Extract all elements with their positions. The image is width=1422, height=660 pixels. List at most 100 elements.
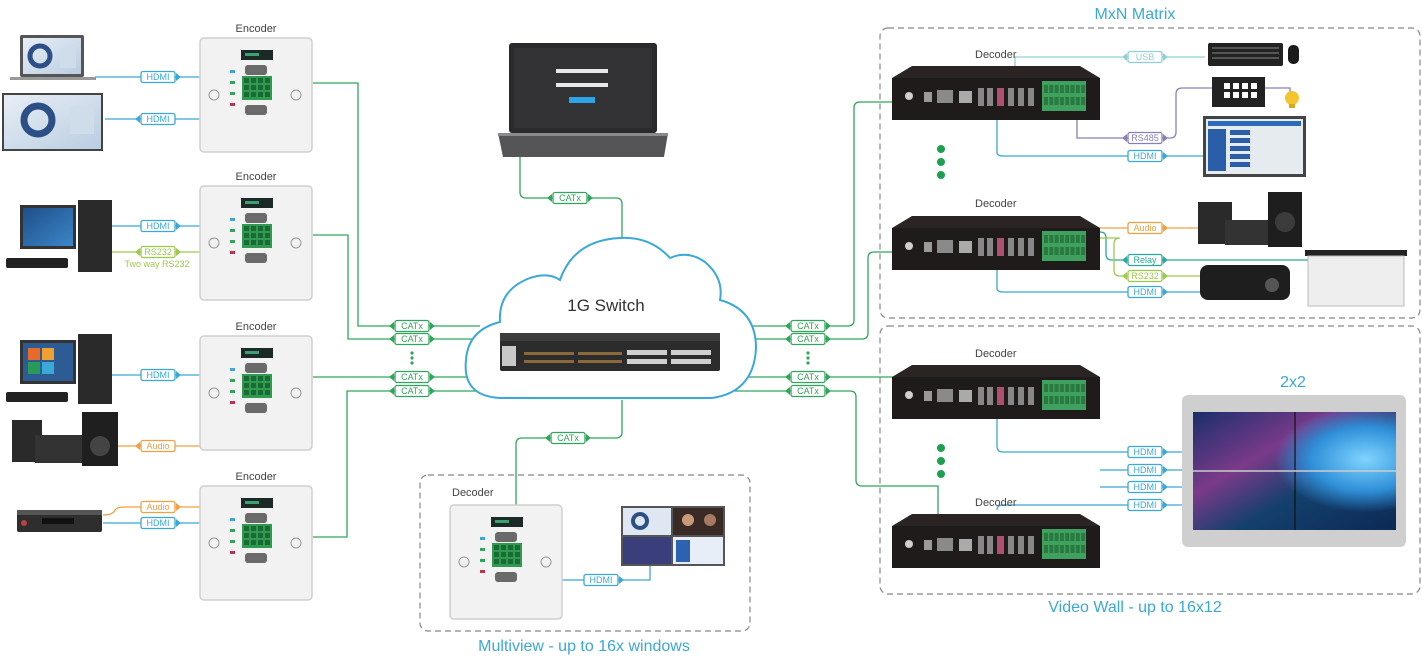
badge-audio: Audio (135, 439, 176, 453)
projection-screen-icon[interactable] (1305, 250, 1407, 307)
encoder-4-label: Encoder (236, 471, 277, 483)
arrow-right-icon (176, 519, 181, 527)
arrow-left-icon (389, 387, 394, 395)
projector-icon[interactable] (1200, 265, 1290, 300)
badge-usb-text: USB (1136, 52, 1155, 62)
arrow-left-icon (547, 194, 552, 202)
control-keypad-icon[interactable] (1212, 77, 1265, 107)
badge-catx: CATx (785, 332, 831, 346)
badge-hdmi-text: HDMI (1134, 465, 1157, 475)
badge-hdmi: HDMI (583, 573, 624, 587)
arrow-right-icon (176, 371, 181, 379)
videowall-decoder-1-label: Decoder (975, 348, 1017, 360)
arrow-left-icon (1122, 272, 1127, 280)
arrow-right-icon (826, 335, 831, 343)
cloud-icon (464, 236, 758, 399)
arrow-right-icon (1163, 134, 1168, 142)
badge-hdmi: HDMI (140, 368, 181, 382)
badge-hdmi: HDMI (1127, 445, 1168, 459)
source-desktop-pc[interactable] (6, 334, 112, 404)
badge-hdmi-text: HDMI (147, 72, 170, 82)
arrow-right-icon (826, 387, 831, 395)
arrow-right-icon (1163, 466, 1168, 474)
source-devices (2, 35, 118, 532)
media-player-icon[interactable] (17, 510, 102, 532)
arrow-right-icon (176, 248, 181, 256)
badge-usb: USB (1122, 50, 1168, 64)
badge-catx-text: CATx (797, 386, 819, 396)
badge-hdmi-text: HDMI (590, 575, 613, 585)
encoder-3[interactable] (199, 335, 313, 451)
arrow-right-icon (1163, 256, 1168, 264)
badge-hdmi-text: HDMI (147, 114, 170, 124)
badge-hdmi-text: HDMI (147, 370, 170, 380)
hifi-speakers-icon[interactable] (1198, 192, 1302, 247)
badge-audio: Audio (1127, 221, 1168, 235)
network-switch-cloud: 1G Switch (464, 236, 758, 399)
arrow-left-icon (1122, 134, 1127, 142)
control-laptop[interactable] (498, 43, 668, 157)
badge-catx: CATx (389, 384, 435, 398)
badge-catx-text: CATx (401, 321, 423, 331)
badge-catx: CATx (545, 431, 591, 445)
arrow-right-icon (1163, 501, 1168, 509)
arrow-right-icon (430, 387, 435, 395)
badge-catx: CATx (389, 319, 435, 333)
rack-decoders (892, 66, 1100, 568)
badge-hdmi: HDMI (1127, 498, 1168, 512)
badge-rs485-text: RS485 (1131, 133, 1159, 143)
arrow-left-icon (135, 442, 140, 450)
badge-hdmi: HDMI (140, 516, 181, 530)
badge-hdmi-text: HDMI (147, 221, 170, 231)
badge-rs232: RS232 (135, 245, 181, 259)
videowall-group: Video Wall - up to 16x12 Decoder Decoder… (879, 325, 1421, 616)
videowall-title: Video Wall - up to 16x12 (1048, 599, 1222, 616)
matrix-title: MxN Matrix (1095, 6, 1176, 23)
badge-relay-text: Relay (1133, 255, 1157, 265)
videowall-decoder-2[interactable] (892, 514, 1100, 568)
speakers-icon[interactable] (12, 412, 118, 466)
arrow-right-icon (619, 576, 624, 584)
badge-catx-text: CATx (797, 372, 819, 382)
encoder-1[interactable] (199, 37, 313, 153)
videowall-decoder-2-label: Decoder (975, 497, 1017, 509)
touch-panel-display[interactable] (1203, 116, 1306, 177)
arrow-right-icon (1163, 272, 1168, 280)
multiview-group: Multiview - up to 16x windows Decoder (419, 474, 751, 655)
badge-hdmi: HDMI (140, 70, 181, 84)
multiview-wallplate[interactable] (449, 504, 563, 620)
videowall-decoder-1[interactable] (892, 365, 1100, 419)
multiview-decoder[interactable] (449, 504, 563, 620)
encoder-4[interactable] (199, 485, 313, 601)
badge-rs232-text: RS232 (144, 247, 172, 257)
encoder-3-label: Encoder (236, 321, 277, 333)
arrow-right-icon (176, 222, 181, 230)
output-display[interactable] (2, 93, 103, 151)
matrix-decoder-1[interactable] (892, 66, 1100, 120)
arrow-left-icon (135, 248, 140, 256)
arrow-right-icon (586, 434, 591, 442)
multiview-display[interactable] (621, 506, 725, 566)
switch-label: 1G Switch (567, 296, 644, 315)
encoder-2[interactable] (199, 185, 313, 301)
source-laptop[interactable] (10, 35, 96, 80)
badge-rs232: RS232 (1122, 269, 1168, 283)
badge-catx: CATx (389, 370, 435, 384)
badge-hdmi: HDMI (1127, 149, 1168, 163)
encoder-1-label: Encoder (236, 23, 277, 35)
badge-catx: CATx (785, 370, 831, 384)
source-desktop-pc[interactable] (6, 200, 112, 272)
arrow-right-icon (430, 322, 435, 330)
badge-hdmi: HDMI (135, 112, 176, 126)
arrow-right-icon (176, 503, 181, 511)
matrix-decoder-2-label: Decoder (975, 198, 1017, 210)
matrix-decoder-2[interactable] (892, 216, 1100, 270)
badge-hdmi: HDMI (1127, 480, 1168, 494)
video-wall-display[interactable] (1182, 395, 1406, 547)
badge-audio: Audio (140, 500, 181, 514)
arrow-right-icon (588, 194, 593, 202)
arrow-left-icon (389, 335, 394, 343)
arrow-right-icon (1163, 224, 1168, 232)
encoder-2-label: Encoder (236, 171, 277, 183)
keyboard-mouse-icon[interactable] (1208, 43, 1299, 66)
